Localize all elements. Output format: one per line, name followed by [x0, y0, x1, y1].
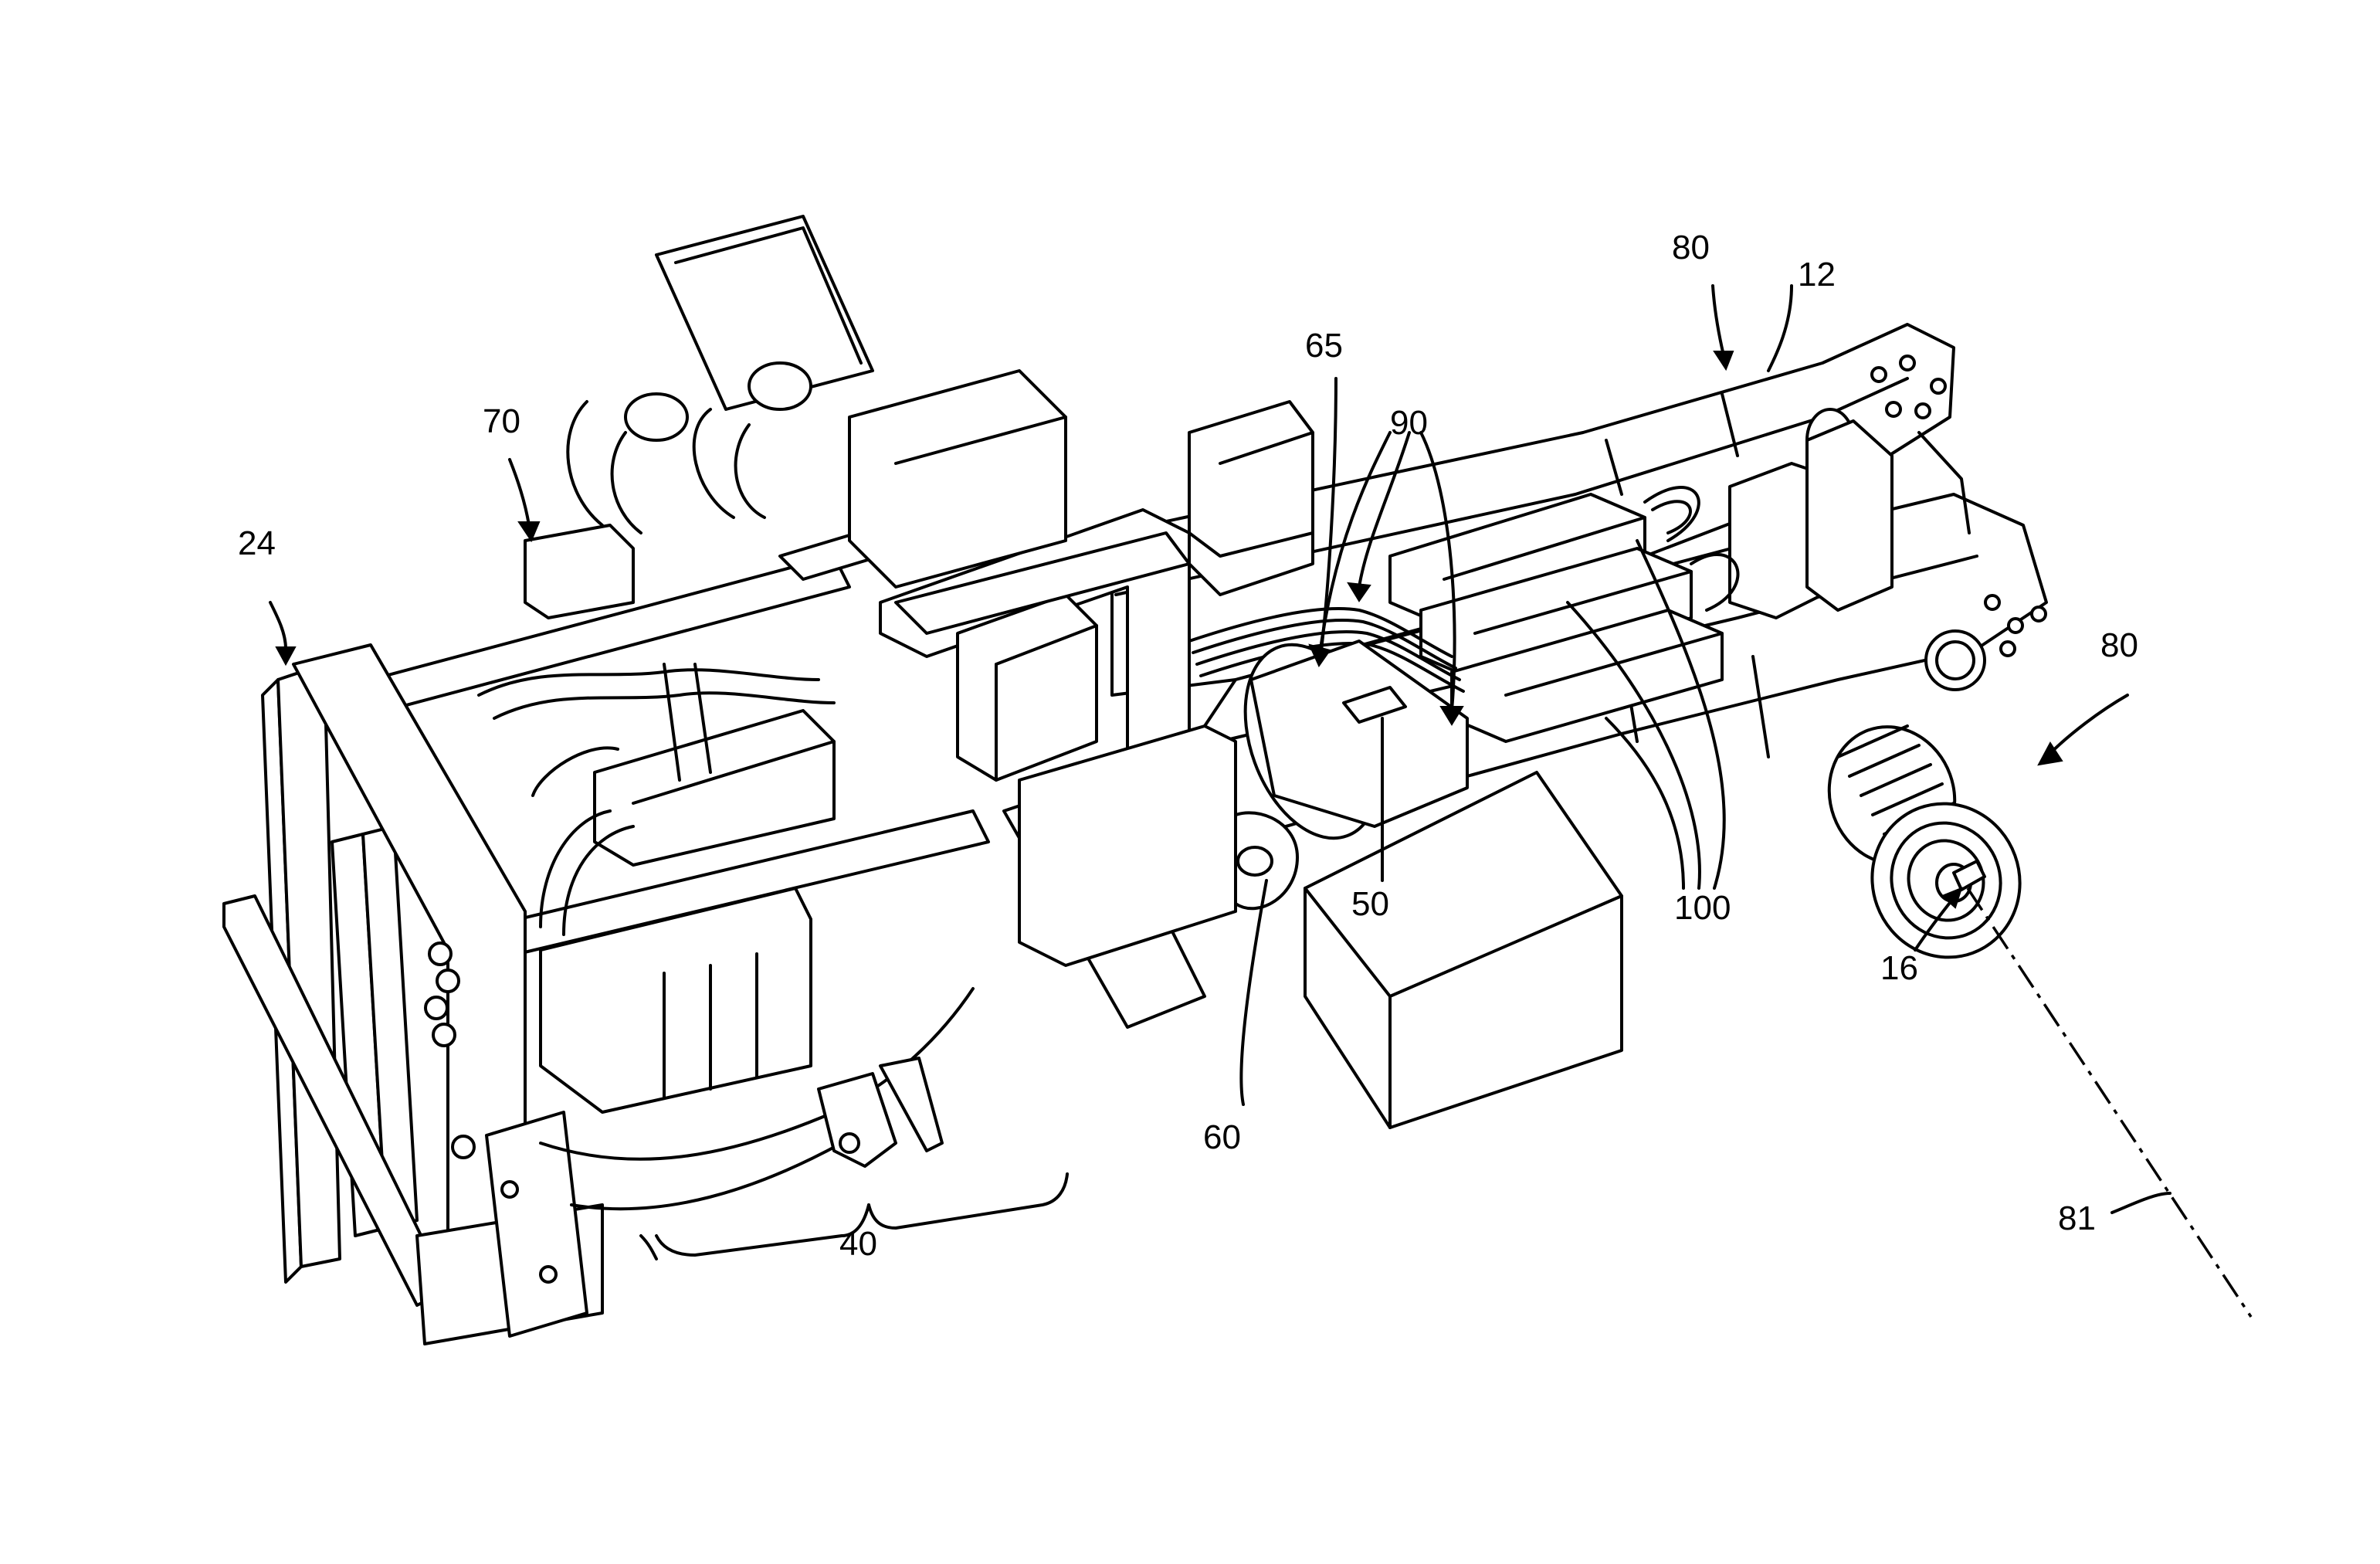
label-24: 24: [238, 524, 276, 562]
label-50: 50: [1351, 885, 1389, 923]
label-90: 90: [1390, 404, 1428, 442]
label-60: 60: [1203, 1118, 1241, 1156]
label-65: 65: [1305, 327, 1343, 365]
label-81: 81: [2058, 1199, 2096, 1237]
label-80-top: 80: [1672, 229, 1710, 266]
label-100: 100: [1674, 889, 1731, 927]
label-12: 12: [1798, 256, 1836, 293]
label-70: 70: [483, 402, 520, 440]
label-16: 16: [1880, 949, 1918, 987]
label-40: 40: [839, 1225, 877, 1263]
axis-line-81: [1968, 888, 2251, 1317]
label-80-right: 80: [2100, 626, 2138, 664]
wheel-motor-16: [1810, 709, 2041, 978]
